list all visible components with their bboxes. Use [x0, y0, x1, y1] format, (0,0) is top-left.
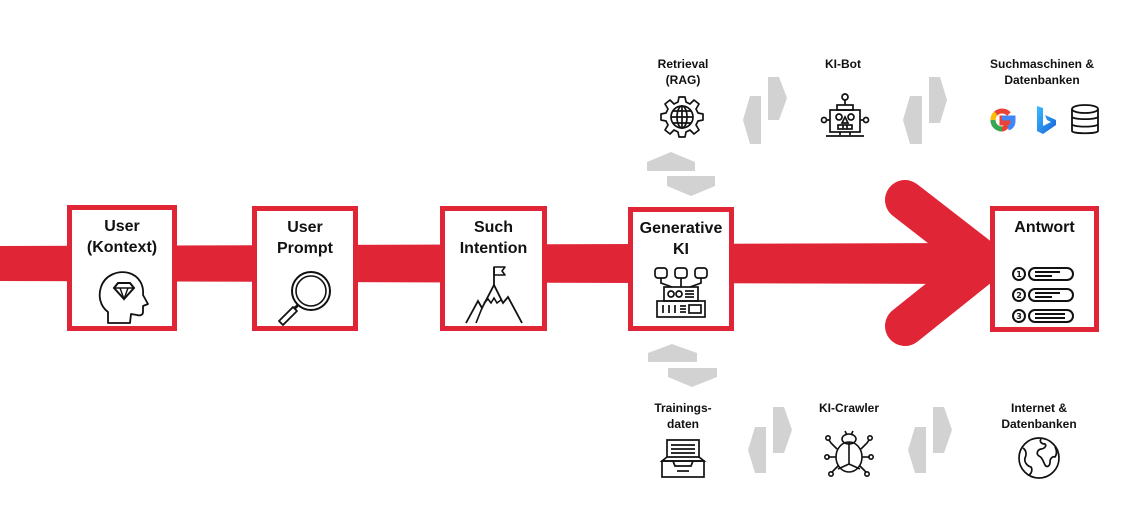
rank-3: 3	[1016, 312, 1022, 321]
connector-left-bottom-right	[908, 427, 926, 473]
mountain-flag-icon	[464, 266, 523, 324]
ranked-list-icon: 1 2 3	[1011, 267, 1074, 323]
connector-right-top-right	[929, 77, 947, 123]
bing-icon	[1037, 106, 1056, 134]
label-line-2: daten	[666, 417, 699, 431]
archive-drawer-icon	[659, 439, 707, 478]
step-generative-ai: Generative KI	[628, 207, 734, 331]
title-line-2: (Kontext)	[86, 239, 158, 256]
rank-1: 1	[1016, 270, 1022, 279]
label-line-2: Datenbanken	[1004, 73, 1080, 87]
step-answer: Antwort 1 2 3	[990, 206, 1099, 332]
title-line-1: Generative	[639, 220, 723, 237]
google-icon	[990, 108, 1016, 132]
title-line-2: Intention	[459, 240, 528, 257]
label-retrieval: Retrieval (RAG)	[658, 56, 709, 88]
title-line-1: User	[104, 218, 140, 235]
connector-up-bottom	[648, 344, 697, 362]
step-title: Antwort	[995, 217, 1094, 238]
connector-left-bottom-mid	[748, 427, 766, 473]
label-line-1: Retrieval	[657, 57, 709, 71]
title-line-2: KI	[673, 241, 689, 258]
step-user-prompt: User Prompt	[252, 206, 358, 331]
connector-left-top-mid	[743, 96, 761, 144]
globe-icon	[1018, 437, 1060, 479]
step-title: Generative KI	[633, 218, 729, 260]
label-search-engines: Suchmaschinen & Datenbanken	[990, 56, 1094, 88]
step-title: User Prompt	[257, 217, 353, 259]
label-training-data: Trainings- daten	[654, 400, 711, 432]
connector-right-bottom-mid	[773, 407, 792, 453]
connector-right-bottom-right	[933, 407, 952, 453]
ai-machine-icon	[654, 267, 708, 318]
label-line-1: KI-Crawler	[818, 401, 880, 415]
database-icon	[1071, 104, 1099, 135]
label-line-1: Trainings-	[654, 401, 712, 415]
label-ki-bot: KI-Bot	[825, 56, 861, 72]
title-line-1: Antwort	[1014, 219, 1075, 236]
connector-down-top	[667, 176, 715, 196]
label-line-1: Suchmaschinen &	[989, 57, 1095, 71]
connector-left-top-right	[903, 96, 922, 144]
connector-right-top-mid	[768, 77, 787, 120]
rank-2: 2	[1016, 291, 1022, 300]
title-line-1: User	[287, 219, 323, 236]
arrowhead	[885, 180, 1005, 346]
head-diamond-icon	[98, 271, 149, 324]
step-title: User (Kontext)	[72, 216, 172, 258]
connector-up-top	[647, 152, 695, 171]
step-search-intent: Such Intention	[440, 206, 547, 331]
title-line-2: Prompt	[277, 240, 333, 257]
label-line-1: KI-Bot	[825, 57, 861, 71]
bug-icon	[824, 430, 874, 477]
label-line-2: (RAG)	[665, 73, 701, 87]
robot-icon	[820, 93, 870, 137]
step-title: Such Intention	[445, 217, 542, 259]
step-user-context: User (Kontext)	[67, 205, 177, 331]
connector-down-bottom	[668, 368, 717, 387]
title-line-1: Such	[473, 219, 514, 236]
label-ki-crawler: KI-Crawler	[819, 400, 879, 416]
magnifier-icon	[278, 271, 331, 326]
label-line-2: Datenbanken	[1001, 417, 1077, 431]
label-line-1: Internet &	[1010, 401, 1068, 415]
label-internet-db: Internet & Datenbanken	[1001, 400, 1076, 432]
gear-globe-icon	[660, 96, 704, 138]
